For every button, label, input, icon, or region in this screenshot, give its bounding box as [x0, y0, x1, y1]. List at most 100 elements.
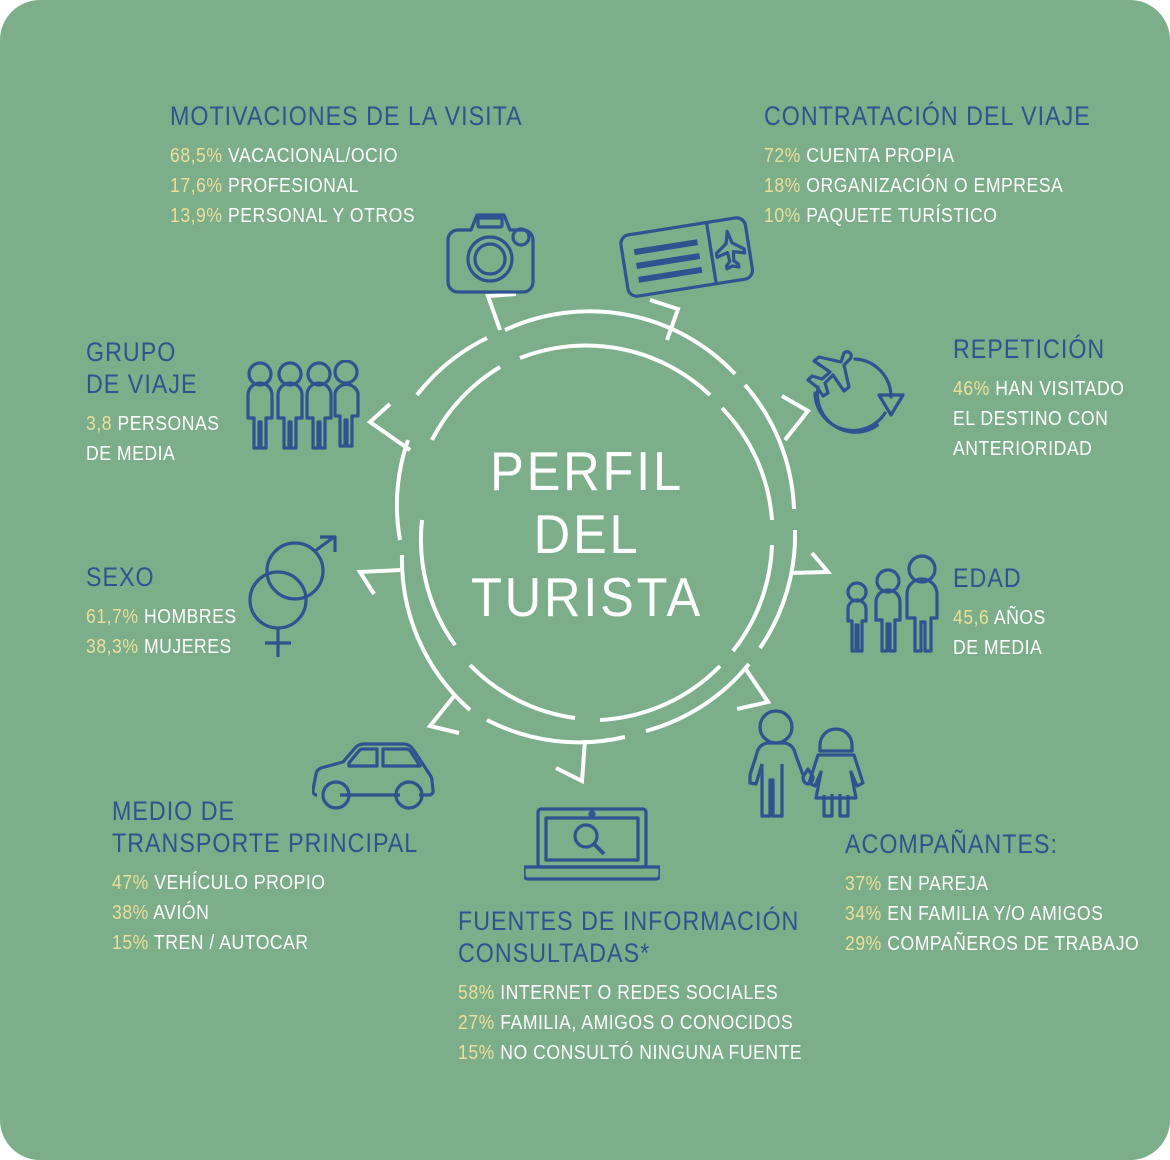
- stat-value: 68,5%: [170, 145, 223, 167]
- inner-ring-arc-5: [599, 664, 722, 722]
- stat-label: VACACIONAL/OCIO: [227, 145, 398, 167]
- stat-row: 3,8 PERSONAS: [86, 409, 220, 439]
- stat-value: 38,3%: [86, 636, 139, 658]
- stat-value: 46%: [953, 378, 990, 400]
- laptop-search-icon: [524, 807, 660, 881]
- stat-row: 17,6% PROFESIONAL: [170, 171, 531, 201]
- section-stats: 68,5% VACACIONAL/OCIO 17,6% PROFESIONAL …: [170, 141, 580, 231]
- stat-value: 58%: [458, 982, 495, 1004]
- stat-row: 27% FAMILIA, AMIGOS O CONOCIDOS: [458, 1008, 807, 1038]
- stat-label: CUENTA PROPIA: [806, 145, 955, 167]
- stat-value: 37%: [845, 873, 882, 895]
- outer-ring-arc-5: [645, 662, 751, 733]
- stat-label: EN FAMILIA Y/O AMIGOS: [887, 903, 1104, 925]
- center-title-line-3: TURISTA: [470, 566, 704, 628]
- stat-label: HOMBRES: [143, 606, 237, 628]
- section-stats: 72% CUENTA PROPIA 18% ORGANIZACIÓN O EMP…: [764, 141, 1144, 231]
- center-title-line-1: PERFIL: [490, 440, 684, 502]
- outer-ring-arc-4: [758, 529, 798, 650]
- inner-ring-arc-3: [720, 406, 774, 521]
- inner-ring-arc-6: [468, 663, 576, 720]
- stat-value: 17,6%: [170, 175, 223, 197]
- couple-icon: [748, 709, 865, 818]
- section-grupo: GRUPO DE VIAJE 3,8 PERSONAS DE MEDIA: [86, 336, 238, 469]
- section-heading: CONTRATACIÓN DEL VIAJE: [764, 101, 1091, 131]
- stat-value: 61,7%: [86, 606, 139, 628]
- section-edad: EDAD 45,6 AÑOS DE MEDIA: [953, 562, 1058, 663]
- repeat-plane-icon: [806, 350, 905, 434]
- stat-value: 34%: [845, 903, 882, 925]
- stat-value: 15%: [112, 932, 149, 954]
- outer-ring-arc-1: [415, 336, 488, 397]
- section-heading-line-2: CONSULTADAS*: [458, 938, 651, 968]
- connector-grupo: [366, 402, 412, 452]
- section-transporte: MEDIO DE TRANSPORTE PRINCIPAL 47% VEHÍCU…: [112, 795, 468, 958]
- inner-ring-arc-1: [430, 365, 502, 441]
- stat-label: FAMILIA, AMIGOS O CONOCIDOS: [500, 1012, 794, 1034]
- outer-ring-arc-2: [504, 309, 737, 376]
- stat-value: 3,8: [86, 413, 113, 435]
- stat-label: ANTERIORIDAD: [953, 438, 1093, 460]
- outer-ring-arc-6: [486, 718, 626, 745]
- stat-label: PERSONAS: [117, 413, 220, 435]
- stat-label: MUJERES: [143, 636, 232, 658]
- stat-value: 13,9%: [170, 205, 223, 227]
- outer-ring-arc-3: [743, 383, 796, 510]
- three-people-icon: [846, 554, 939, 653]
- section-stats: 46% HAN VISITADO EL DESTINO CON ANTERIOR…: [953, 374, 1148, 464]
- connector-edad: [789, 551, 833, 575]
- section-fuentes: FUENTES DE INFORMACIÓN CONSULTADAS* 58% …: [458, 905, 855, 1068]
- stat-value: 10%: [764, 205, 801, 227]
- stat-value: 27%: [458, 1012, 495, 1034]
- stat-label: EN PAREJA: [887, 873, 989, 895]
- stat-row: 61,7% HOMBRES: [86, 602, 237, 632]
- car-icon: [312, 742, 435, 810]
- outer-ring-arc-7: [399, 554, 472, 712]
- center-title: PERFIL DEL TURISTA: [463, 440, 711, 629]
- section-heading-line-2: DE VIAJE: [86, 369, 198, 399]
- stat-row: 47% VEHÍCULO PROPIO: [112, 868, 425, 898]
- stat-label: INTERNET O REDES SOCIALES: [500, 982, 779, 1004]
- connector-sexo: [356, 568, 401, 596]
- section-stats: 3,8 PERSONAS DE MEDIA: [86, 409, 238, 469]
- boarding-pass-icon: [619, 216, 755, 298]
- section-stats: 45,6 AÑOS DE MEDIA: [953, 603, 1058, 663]
- stat-label: VEHÍCULO PROPIO: [154, 872, 326, 894]
- section-stats: 61,7% HOMBRES 38,3% MUJERES: [86, 602, 257, 662]
- stat-label: AVIÓN: [153, 902, 210, 924]
- stat-row: ANTERIORIDAD: [953, 434, 1124, 464]
- stat-row: 58% INTERNET O REDES SOCIALES: [458, 978, 807, 1008]
- section-acompanantes: ACOMPAÑANTES: 37% EN PAREJA 34% EN FAMIL…: [845, 828, 1170, 959]
- stat-label: NO CONSULTÓ NINGUNA FUENTE: [500, 1042, 803, 1064]
- connector-transporte: [426, 693, 460, 735]
- inner-ring-arc-7: [418, 519, 457, 647]
- stat-row: DE MEDIA: [953, 633, 1046, 663]
- stat-row: 13,9% PERSONAL Y OTROS: [170, 201, 531, 231]
- stat-row: 45,6 AÑOS: [953, 603, 1046, 633]
- stat-row: 37% EN PAREJA: [845, 869, 1139, 899]
- center-title-line-2: DEL: [533, 503, 641, 565]
- stat-label: DE MEDIA: [953, 637, 1043, 659]
- section-heading-line-1: FUENTES DE INFORMACIÓN: [458, 906, 800, 936]
- section-stats: 58% INTERNET O REDES SOCIALES 27% FAMILI…: [458, 978, 855, 1068]
- stat-row: 15% NO CONSULTÓ NINGUNA FUENTE: [458, 1038, 807, 1068]
- stat-label: COMPAÑEROS DE TRABAJO: [887, 933, 1140, 955]
- stat-value: 72%: [764, 145, 801, 167]
- section-heading-line-1: MEDIO DE: [112, 796, 236, 826]
- section-stats: 37% EN PAREJA 34% EN FAMILIA Y/O AMIGOS …: [845, 869, 1170, 959]
- section-heading: ACOMPAÑANTES:: [845, 829, 1058, 859]
- stat-row: 46% HAN VISITADO: [953, 374, 1124, 404]
- section-sexo: SEXO 61,7% HOMBRES 38,3% MUJERES: [86, 561, 257, 662]
- stat-value: 15%: [458, 1042, 495, 1064]
- stat-label: PROFESIONAL: [227, 175, 359, 197]
- stat-row: 72% CUENTA PROPIA: [764, 141, 1098, 171]
- stat-label: EL DESTINO CON: [953, 408, 1109, 430]
- outer-ring-arc-8: [394, 439, 410, 541]
- stat-value: 18%: [764, 175, 801, 197]
- stat-row: 68,5% VACACIONAL/OCIO: [170, 141, 531, 171]
- four-people-icon: [246, 360, 360, 450]
- stat-row: DE MEDIA: [86, 439, 220, 469]
- stat-row: 29% COMPAÑEROS DE TRABAJO: [845, 929, 1139, 959]
- stat-value: 45,6: [953, 607, 990, 629]
